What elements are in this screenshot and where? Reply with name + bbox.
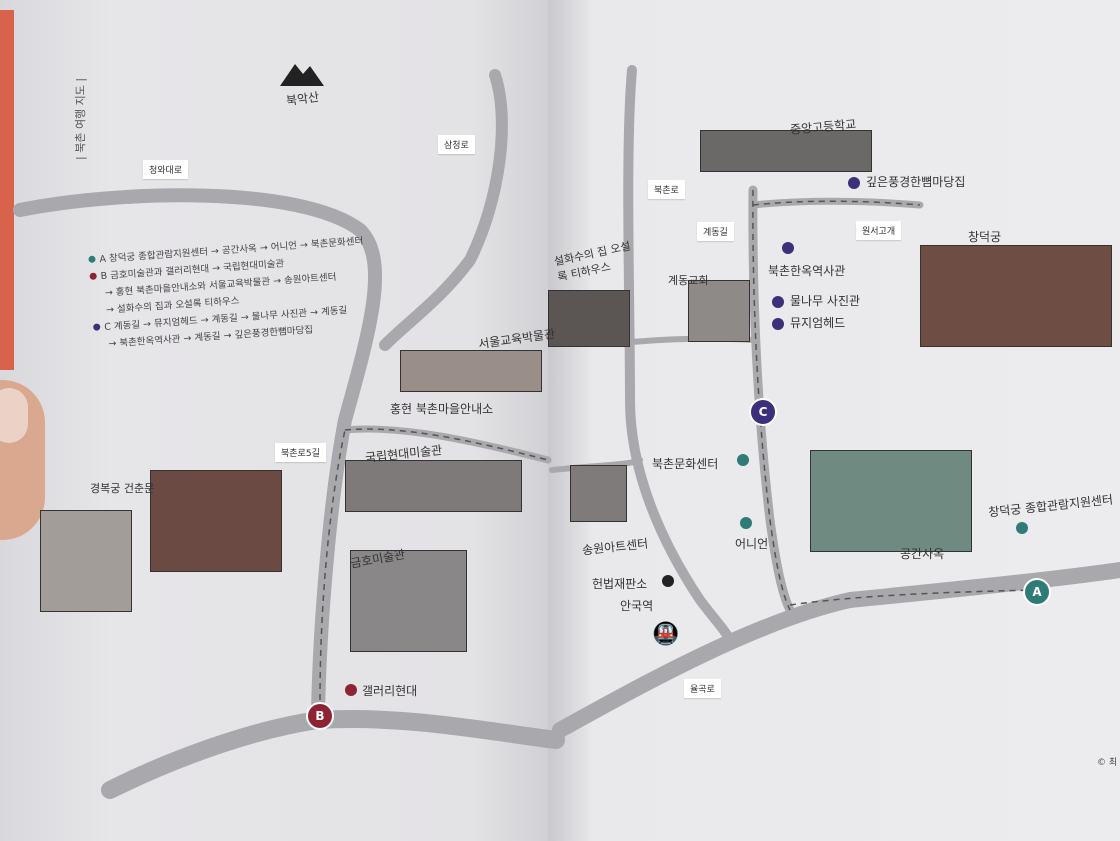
- place-label: 북촌한옥역사관: [768, 264, 846, 278]
- museum-illustration: [400, 350, 542, 392]
- subway-train-icon: 🚇: [652, 622, 680, 647]
- route-marker-a: A: [1023, 578, 1051, 606]
- place-label: 북촌문화센터: [652, 457, 719, 471]
- place-label: 깊은풍경한뼘마당집: [866, 175, 966, 189]
- church-illustration: [688, 280, 750, 342]
- road-label: 원서고개: [856, 221, 902, 240]
- place-label: 헌법재판소: [592, 577, 648, 591]
- road-bukchon: [623, 65, 735, 645]
- place-label: 경복궁 건춘문: [90, 482, 155, 495]
- road-label: 청와대로: [143, 160, 189, 179]
- dot-icon: [89, 272, 97, 280]
- road-label: 북촌로: [648, 180, 685, 199]
- place-label: 창덕궁: [968, 230, 1002, 244]
- dot-icon: [93, 323, 101, 331]
- place-dot: [662, 575, 674, 587]
- road-label: 율곡로: [684, 679, 721, 698]
- legend-marker: B: [100, 270, 108, 283]
- place-label: 뮤지엄헤드: [790, 316, 846, 330]
- place-label: 계동교회: [668, 274, 709, 287]
- book-cover-edge: [0, 10, 14, 370]
- legend-marker: A: [99, 253, 107, 266]
- place-dot: [772, 296, 784, 308]
- place-label: 홍현 북촌마을안내소: [390, 402, 494, 416]
- tea-house-illustration: [548, 290, 630, 347]
- school-illustration: [700, 130, 872, 172]
- place-label: 물나무 사진관: [790, 294, 861, 308]
- map-title: | 북촌 여행 지도 |: [74, 77, 87, 160]
- road-label: 북촌로5길: [275, 443, 326, 462]
- mmca-illustration: [345, 460, 522, 512]
- place-dot: [1016, 522, 1028, 534]
- palace-illustration: [920, 245, 1112, 347]
- place-label: 공간사옥: [900, 547, 945, 561]
- copyright: © 최: [1097, 758, 1118, 768]
- place-dot: [782, 242, 794, 254]
- gate-illustration: [150, 470, 282, 572]
- place-label: 갤러리현대: [362, 684, 418, 698]
- haetae-illustration: [40, 510, 132, 612]
- dot-icon: [88, 255, 96, 263]
- place-label: 안국역: [620, 599, 654, 613]
- place-dot: [737, 454, 749, 466]
- kumho-illustration: [350, 550, 467, 652]
- route-marker-c: C: [749, 398, 777, 426]
- road-label: 삼청로: [438, 135, 475, 154]
- mountain-icon: [280, 64, 324, 86]
- route-marker-b: B: [306, 702, 334, 730]
- place-dot: [848, 177, 860, 189]
- road-label: 계동길: [697, 222, 734, 241]
- route-legend: A 창덕궁 종합관람지원센터 → 공간사옥 → 어니언 → 북촌문화센터 B 금…: [88, 233, 370, 354]
- road-bottom-left: [101, 710, 565, 799]
- place-dot: [772, 318, 784, 330]
- place-label: 어니언: [735, 537, 769, 551]
- thumbnail-nail: [0, 388, 28, 443]
- place-dot: [740, 517, 752, 529]
- legend-marker: C: [103, 321, 112, 334]
- place-dot: [345, 684, 357, 696]
- road-samcheong: [379, 69, 508, 351]
- songwon-illustration: [570, 465, 627, 522]
- space-building-illustration: [810, 450, 972, 552]
